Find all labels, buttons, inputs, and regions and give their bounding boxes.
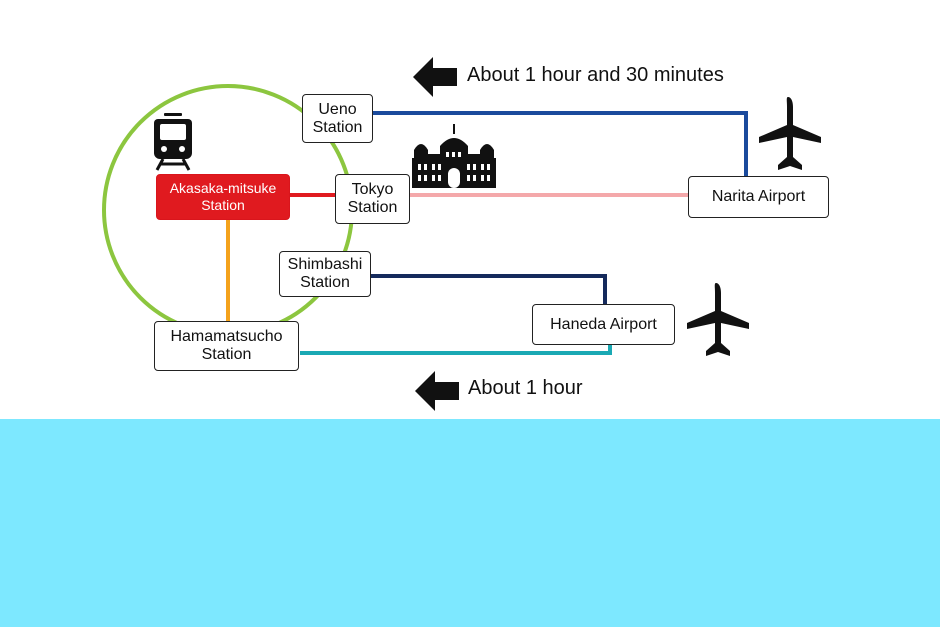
tokyo-station: Tokyo Station [335, 174, 410, 224]
haneda-airport: Haneda Airport [532, 304, 675, 345]
narita-travel-time: About 1 hour and 30 minutes [467, 64, 724, 86]
shimbashi-haneda-line [370, 274, 607, 305]
ueno-station: Ueno Station [302, 94, 373, 143]
ueno-narita-line [372, 111, 748, 178]
narita-airport: Narita Airport [688, 176, 829, 218]
sea-area [0, 419, 940, 627]
haneda-travel-time: About 1 hour [468, 377, 583, 399]
airplane-icon [759, 97, 821, 170]
train-icon [154, 113, 192, 171]
airplane-icon [687, 283, 749, 356]
hamamatsucho-haneda-line [300, 344, 612, 355]
shimbashi-station: Shimbashi Station [279, 251, 371, 297]
left-arrow-icon [415, 371, 459, 411]
left-arrow-icon [413, 57, 457, 97]
tokyo-station-building-icon [412, 124, 496, 188]
akasaka-mitsuke-station: Akasaka-mitsuke Station [156, 174, 290, 220]
hamamatsucho-station: Hamamatsucho Station [154, 321, 299, 371]
